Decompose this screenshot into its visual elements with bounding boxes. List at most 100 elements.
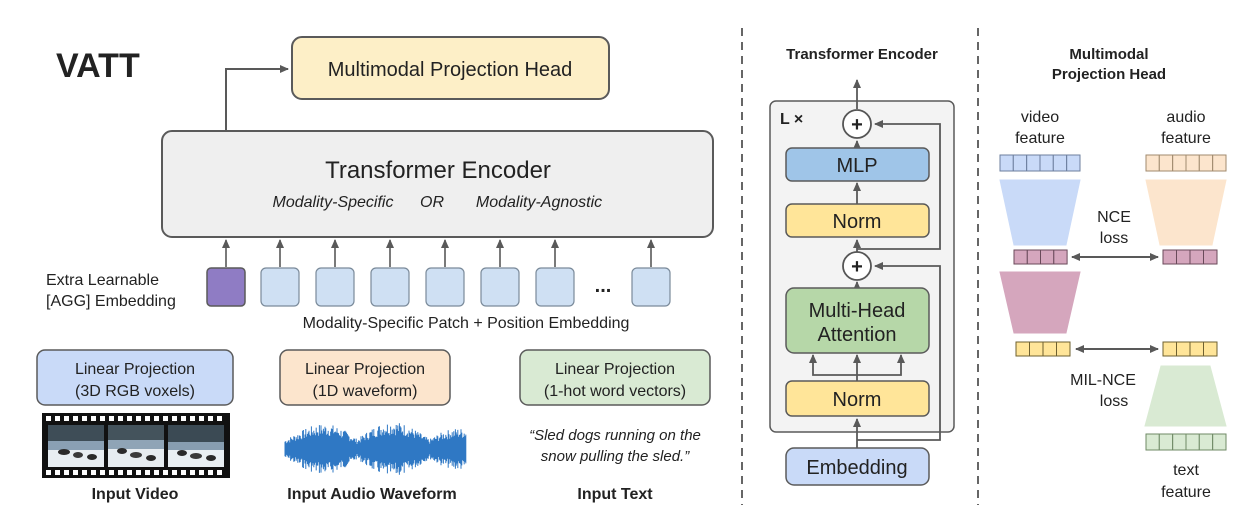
feature-cell	[1039, 154, 1054, 172]
feature-cell	[1189, 249, 1204, 265]
film-sprocket	[145, 416, 150, 421]
film-sprocket	[163, 416, 168, 421]
feature-cell	[1189, 341, 1204, 357]
mlp-label: MLP	[836, 155, 877, 177]
film-sprocket	[109, 416, 114, 421]
film-sprocket	[118, 470, 123, 475]
film-sprocket	[190, 416, 195, 421]
video-projected-feature	[1013, 249, 1068, 265]
audio-feature-label-line1: audio	[1166, 109, 1205, 126]
video-feature-label-line1: video	[1021, 109, 1059, 126]
agg-label-line1: Extra Learnable	[46, 272, 159, 289]
norm-to-mha-arrow	[857, 354, 905, 376]
film-sprocket	[73, 470, 78, 475]
mlp-box	[785, 147, 930, 182]
film-sprocket	[208, 416, 213, 421]
video-film-strip	[42, 413, 230, 478]
text-feature-vector	[1145, 433, 1227, 451]
feature-cell	[1066, 154, 1081, 172]
modality-agnostic-label: Modality-Agnostic	[476, 194, 602, 211]
film-sprocket	[208, 470, 213, 475]
encoder-panel-title: Transformer Encoder	[786, 46, 938, 63]
feature-cell	[1203, 341, 1218, 357]
feature-cell	[1029, 341, 1044, 357]
feature-cell	[1040, 249, 1055, 265]
film-sprocket	[46, 416, 51, 421]
token-ellipsis: ...	[595, 275, 612, 297]
norm-box	[785, 203, 930, 238]
text-projection-line2: (1-hot word vectors)	[544, 383, 686, 400]
feature-cell	[1212, 154, 1227, 172]
film-sprocket	[154, 416, 159, 421]
patch-token	[535, 267, 575, 307]
feature-cell	[1172, 433, 1187, 451]
video-linear-projection-box	[36, 349, 234, 406]
film-sprocket	[118, 416, 123, 421]
nce-loss-label-line2: loss	[1100, 230, 1128, 247]
norm-box	[785, 380, 930, 417]
audio-linear-projection-box	[279, 349, 451, 406]
add-symbol: +	[851, 256, 863, 278]
transformer-encoder-panel: Transformer Encoder L × + MLP Norm + Mul…	[769, 46, 955, 486]
residual-connection-arrow	[857, 120, 941, 250]
vatt-panel: VATT Multimodal Projection Head Transfor…	[36, 36, 714, 503]
video-frame	[108, 425, 164, 467]
text-projection-mlp	[1144, 365, 1227, 427]
film-sprocket	[82, 470, 87, 475]
or-label: OR	[420, 194, 444, 211]
video-projection-mlp	[999, 179, 1081, 246]
patch-embedding-label: Modality-Specific Patch + Position Embed…	[303, 315, 630, 332]
film-sprocket	[55, 470, 60, 475]
film-sprocket	[127, 470, 132, 475]
mil-nce-loss-label-line1: MIL-NCE	[1070, 372, 1136, 389]
video-frame	[168, 425, 224, 467]
film-sprocket	[172, 416, 177, 421]
audio-projection-line2: (1D waveform)	[313, 383, 418, 400]
film-sprocket	[109, 470, 114, 475]
film-sprocket	[127, 416, 132, 421]
text-feature-label-line1: text	[1173, 462, 1199, 479]
feature-cell	[1013, 249, 1028, 265]
add-symbol: +	[851, 114, 863, 136]
feature-cell	[1212, 433, 1227, 451]
patch-token	[425, 267, 465, 307]
feature-cell	[1056, 341, 1071, 357]
text-projected-feature	[1162, 341, 1218, 357]
film-sprocket	[199, 470, 204, 475]
add-node	[842, 109, 872, 139]
feature-cell	[1026, 249, 1042, 265]
agg-token	[206, 267, 246, 307]
multimodal-projection-head-box	[291, 36, 610, 100]
film-sprocket	[100, 416, 105, 421]
text-quote-line2: snow pulling the sled.”	[541, 448, 690, 465]
film-sprocket	[82, 416, 87, 421]
feature-cell	[1203, 249, 1218, 265]
layer-repeat-label: L ×	[780, 111, 803, 128]
input-audio-label: Input Audio Waveform	[287, 486, 456, 503]
audio-projected-feature	[1162, 249, 1218, 265]
feature-cell	[1052, 154, 1068, 172]
feature-cell	[1053, 249, 1068, 265]
video-frame	[48, 425, 104, 467]
video-audio-shared-feature	[1015, 341, 1071, 357]
film-sprocket	[199, 416, 204, 421]
patch-token	[480, 267, 520, 307]
token-arrows	[222, 239, 655, 267]
multi-head-attention-box	[785, 287, 930, 354]
feature-cell	[1042, 341, 1057, 357]
film-sprocket	[190, 470, 195, 475]
film-sprocket	[46, 470, 51, 475]
feature-cell	[1158, 154, 1174, 172]
feature-cell	[1198, 433, 1214, 451]
feature-cell	[1176, 341, 1191, 357]
patch-token	[260, 267, 300, 307]
transformer-encoder-title: Transformer Encoder	[325, 157, 551, 184]
transformer-encoder-box	[161, 130, 714, 238]
input-video-label: Input Video	[92, 486, 179, 503]
embedding-box	[785, 447, 930, 486]
video-feature-vector	[999, 154, 1081, 172]
film-sprocket	[100, 470, 105, 475]
film-sprocket	[181, 470, 186, 475]
film-sprocket	[172, 470, 177, 475]
